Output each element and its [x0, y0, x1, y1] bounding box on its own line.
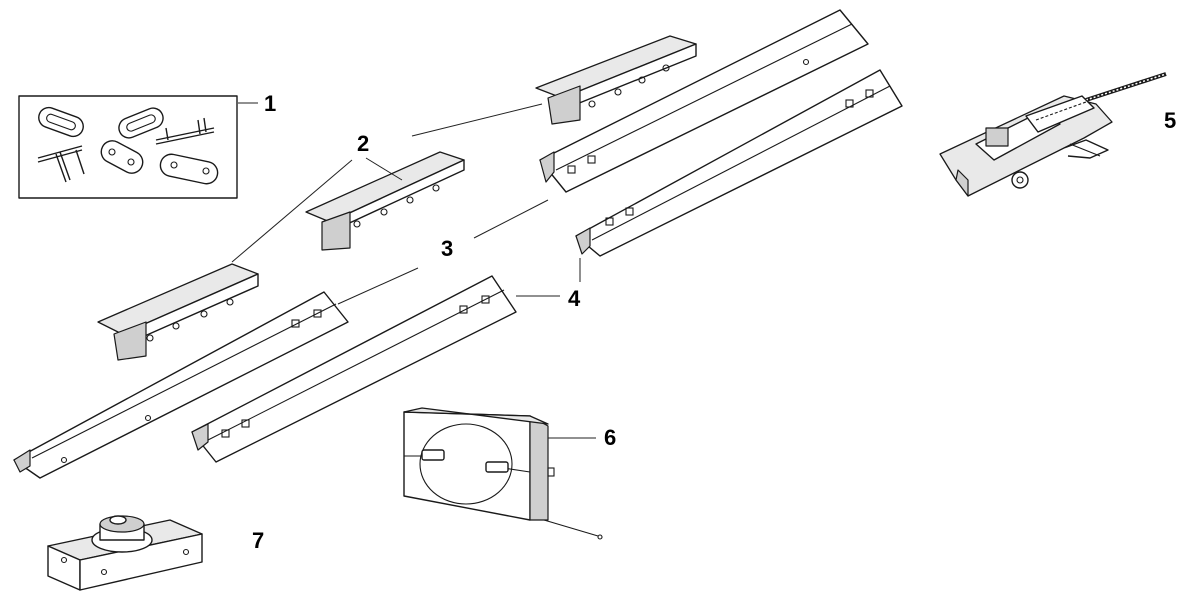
callout-label-4: 4	[568, 286, 581, 311]
part-1-links-bag	[18, 95, 258, 199]
part-2-connector-bracket	[305, 151, 465, 251]
link-plate-icon	[159, 153, 219, 185]
leader-line	[231, 159, 353, 263]
callout-label-5: 5	[1164, 108, 1177, 133]
pin-icon	[155, 117, 215, 145]
part-7-idler-pulley-bracket	[47, 515, 203, 591]
callout-label-6: 6	[604, 425, 617, 450]
leader-line	[365, 157, 403, 181]
part-4-rail-section	[575, 69, 903, 257]
part-2-connector-bracket	[97, 263, 259, 361]
chain-link-icon	[118, 107, 164, 139]
link-plate-icon	[100, 140, 144, 174]
part-5-trolley-assembly	[939, 72, 1167, 197]
pin-icon	[37, 145, 85, 183]
part-3-rail-section	[539, 9, 869, 193]
callout-label-1: 1	[264, 91, 277, 116]
callout-label-7: 7	[252, 528, 265, 553]
leader-line	[337, 267, 419, 305]
part-6-sprocket-cover-panel	[403, 407, 603, 540]
callout-label-3: 3	[441, 236, 454, 261]
callout-label-2: 2	[357, 131, 370, 156]
part-3-rail-section	[13, 291, 349, 479]
leader-line	[411, 103, 543, 137]
part-4-rail-section	[191, 275, 517, 463]
part-2-connector-bracket	[535, 35, 697, 125]
chain-link-icon	[38, 106, 84, 138]
leader-line	[473, 199, 549, 239]
